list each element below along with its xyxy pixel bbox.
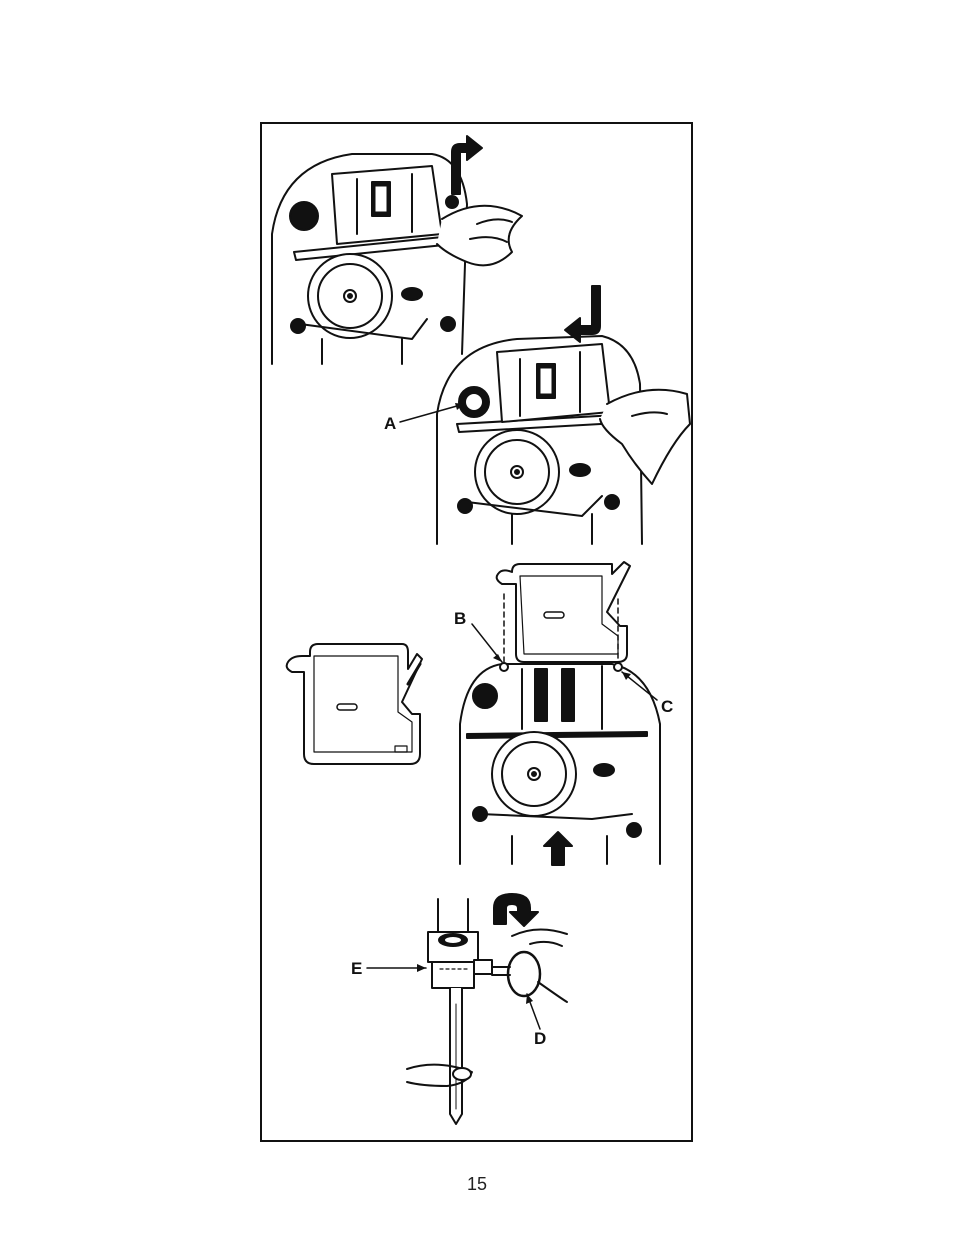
callout-e: E <box>351 960 362 977</box>
panel-attach-slide-plate <box>287 562 660 865</box>
panel-needle-clamp <box>367 894 567 1124</box>
instruction-illustrations <box>262 124 695 1144</box>
page-number: 15 <box>0 1174 954 1195</box>
callout-d: D <box>534 1030 546 1047</box>
callout-c: C <box>661 698 673 715</box>
callout-a: A <box>384 415 396 432</box>
panel-remove-needle-plate <box>272 136 522 364</box>
callout-b: B <box>454 610 466 627</box>
illustration-frame: A B C D E <box>260 122 693 1142</box>
